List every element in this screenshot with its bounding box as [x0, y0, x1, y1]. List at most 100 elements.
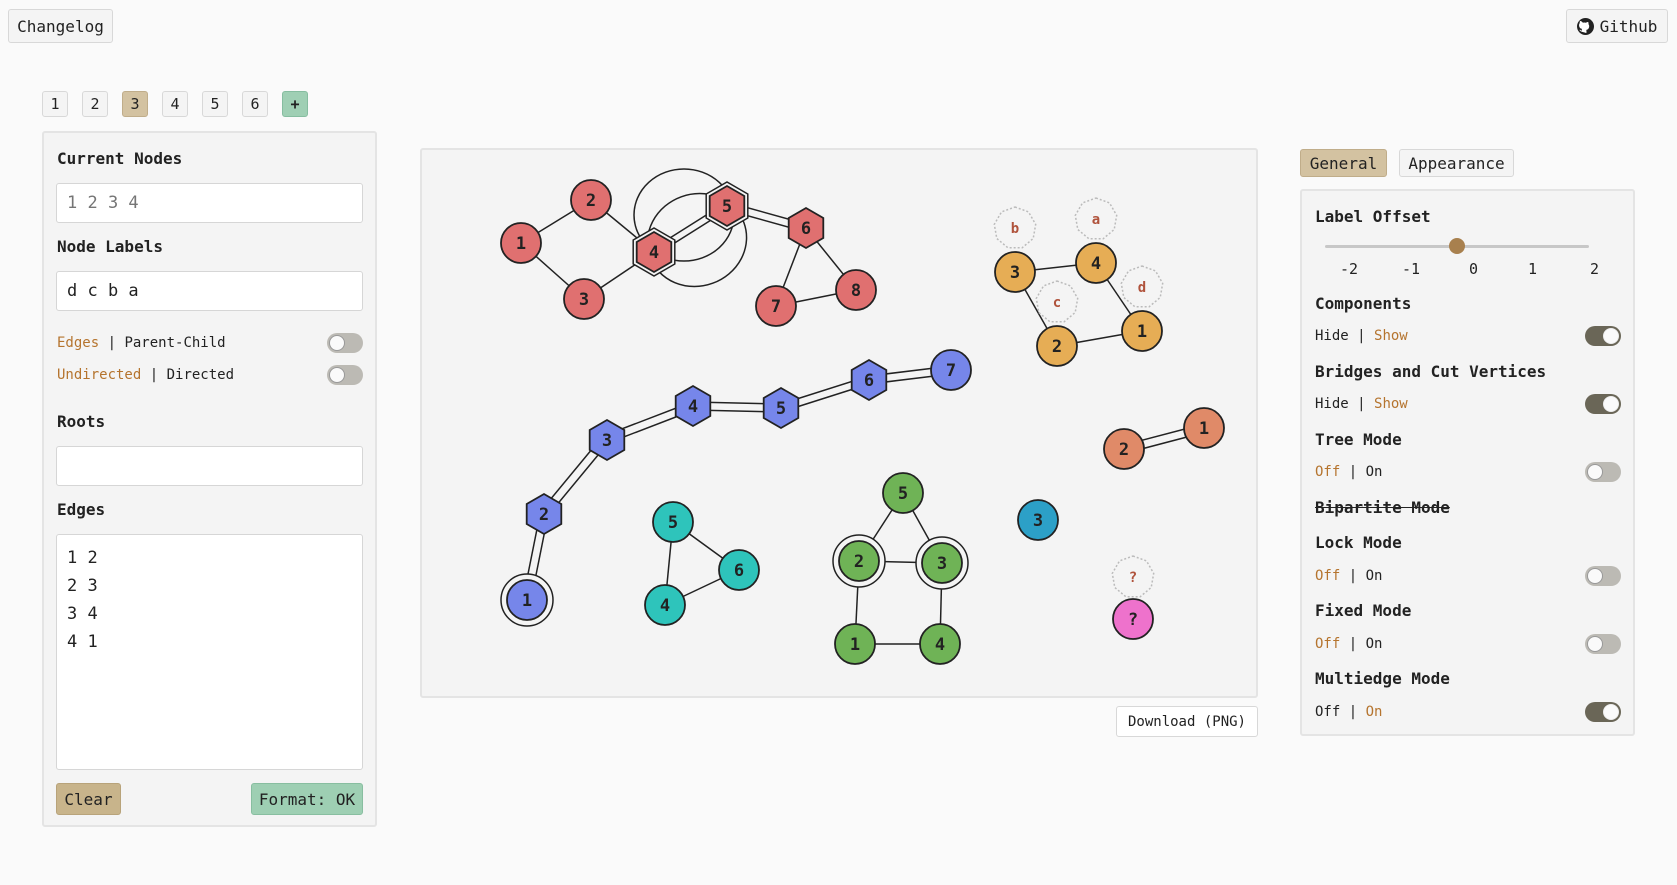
node-label: 6: [801, 219, 811, 239]
red-node-4[interactable]: 4: [632, 227, 676, 277]
tree-mode-toggle[interactable]: [1585, 462, 1621, 482]
edges-parentchild-toggle[interactable]: [327, 333, 363, 353]
direction-toggle-label: Undirected | Directed: [57, 367, 235, 383]
green-node-4[interactable]: 4: [919, 623, 961, 665]
red-node-6[interactable]: 6: [787, 206, 825, 250]
node-label: 6: [734, 561, 744, 581]
edge-line: 1 2: [67, 548, 98, 568]
format-status-button[interactable]: Format: OK: [251, 783, 363, 815]
tab-general[interactable]: General: [1300, 149, 1387, 177]
green-node-1[interactable]: 1: [834, 623, 876, 665]
slider-thumb[interactable]: [1449, 238, 1465, 254]
slider-tick: -2: [1340, 260, 1359, 278]
tab-6[interactable]: 6: [242, 91, 268, 117]
tab-3[interactable]: 3: [122, 91, 148, 117]
node-label: 2: [539, 505, 549, 525]
components-toggle-label: Hide | Show: [1315, 328, 1408, 344]
edges-parentchild-toggle-label: Edges | Parent-Child: [57, 335, 226, 351]
blue-node-7[interactable]: 7: [930, 349, 972, 391]
blue-node-3[interactable]: 3: [588, 418, 626, 462]
blue-node-6[interactable]: 6: [850, 358, 888, 402]
node-labels-input[interactable]: d c b a: [56, 271, 363, 311]
node-label: ?: [1128, 610, 1138, 630]
pink-node[interactable]: ?: [1112, 598, 1154, 640]
slider-tick: 1: [1528, 260, 1538, 278]
salmon-node-2[interactable]: 2: [1103, 428, 1145, 470]
blue-node-5[interactable]: 5: [762, 386, 800, 430]
node-label: 4: [649, 243, 659, 263]
teal-node-6[interactable]: 6: [718, 549, 760, 591]
edges-textarea[interactable]: 1 2 2 3 3 4 4 1: [56, 534, 363, 770]
tree-mode-toggle-label: Off | On: [1315, 464, 1383, 480]
edge-line: 2 3: [67, 576, 98, 596]
node-label: 5: [722, 197, 732, 217]
components-label: Components: [1315, 294, 1412, 313]
green-node-2[interactable]: 2: [832, 534, 886, 588]
changelog-button[interactable]: Changelog: [8, 9, 113, 43]
fixed-mode-toggle[interactable]: [1585, 634, 1621, 654]
tree-mode-label: Tree Mode: [1315, 430, 1402, 449]
download-png-button[interactable]: Download (PNG): [1116, 706, 1258, 737]
edge-line: 4 1: [67, 632, 98, 652]
node-label: 1: [1199, 419, 1209, 439]
blue-node-1[interactable]: 1: [500, 573, 554, 627]
lock-mode-toggle[interactable]: [1585, 566, 1621, 586]
roots-input[interactable]: [56, 446, 363, 486]
red-node-3[interactable]: 3: [563, 278, 605, 320]
red-node-2[interactable]: 2: [570, 179, 612, 221]
node-labels-value: d c b a: [67, 281, 139, 301]
orange-node-1[interactable]: 1: [1121, 310, 1163, 352]
red-node-7[interactable]: 7: [755, 285, 797, 327]
github-button[interactable]: Github: [1566, 9, 1668, 43]
input-panel: Current Nodes Node Labels d c b a Edges …: [42, 131, 377, 827]
orange-tag-a: a: [1074, 197, 1118, 240]
slider-tick: 2: [1590, 260, 1600, 278]
green-node-3[interactable]: 3: [915, 536, 969, 590]
tab-4[interactable]: 4: [162, 91, 188, 117]
teal-node-4[interactable]: 4: [644, 584, 686, 626]
lock-mode-label: Lock Mode: [1315, 533, 1402, 552]
bridges-toggle[interactable]: [1585, 394, 1621, 414]
multiedge-mode-toggle-label: Off | On: [1315, 704, 1383, 720]
salmon-node-1[interactable]: 1: [1183, 407, 1225, 449]
green-node-5[interactable]: 5: [882, 472, 924, 514]
edges-label: Edges: [57, 500, 106, 519]
orange-node-4[interactable]: 4: [1075, 242, 1117, 284]
components-toggle[interactable]: [1585, 326, 1621, 346]
tab-2[interactable]: 2: [82, 91, 108, 117]
clear-button[interactable]: Clear: [56, 783, 121, 815]
label-offset-slider[interactable]: [1312, 238, 1602, 254]
svg-text:c: c: [1053, 295, 1061, 311]
slider-tick: 0: [1469, 260, 1479, 278]
current-nodes-input[interactable]: [56, 183, 363, 223]
svg-text:b: b: [1011, 221, 1019, 237]
teal-node-5[interactable]: 5: [652, 501, 694, 543]
orange-node-3[interactable]: 3: [994, 251, 1036, 293]
github-icon: [1576, 17, 1594, 35]
blue-node-2[interactable]: 2: [525, 492, 563, 536]
svg-text:d: d: [1138, 280, 1146, 296]
github-label: Github: [1599, 16, 1658, 36]
tab-1[interactable]: 1: [42, 91, 68, 117]
orange-node-2[interactable]: 2: [1036, 325, 1078, 367]
multiedge-mode-toggle[interactable]: [1585, 702, 1621, 722]
tab-appearance[interactable]: Appearance: [1399, 149, 1514, 177]
svg-text:?: ?: [1129, 570, 1137, 586]
add-tab-button[interactable]: +: [282, 91, 308, 117]
tab-5[interactable]: 5: [202, 91, 228, 117]
cyan-node-3[interactable]: 3: [1017, 499, 1059, 541]
roots-label: Roots: [57, 412, 106, 431]
red-node-1[interactable]: 1: [500, 222, 542, 264]
red-node-8[interactable]: 8: [835, 269, 877, 311]
red-node-5[interactable]: 5: [705, 181, 749, 231]
orange-tag-d: d: [1120, 265, 1164, 308]
node-label: 1: [522, 591, 532, 611]
direction-toggle[interactable]: [327, 365, 363, 385]
node-label: 2: [1119, 440, 1129, 460]
blue-node-4[interactable]: 4: [674, 384, 712, 428]
bridges-label: Bridges and Cut Vertices: [1315, 362, 1547, 381]
slider-tick: -1: [1402, 260, 1421, 278]
multiedge-mode-label: Multiedge Mode: [1315, 669, 1450, 688]
